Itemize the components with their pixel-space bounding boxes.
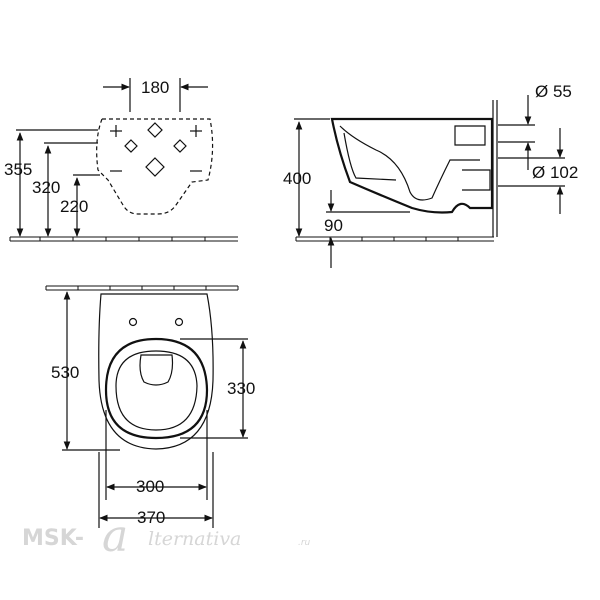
- top-bowl-outline: [98, 293, 214, 450]
- side-bowl-rim: [343, 132, 397, 181]
- dim-530: 530: [51, 291, 120, 451]
- toilet-seat: [104, 337, 209, 440]
- dim-370-label: 370: [137, 508, 165, 527]
- watermark-part2: a: [102, 511, 128, 562]
- dim-220-label: 220: [60, 197, 88, 216]
- dim-330-label: 330: [227, 379, 255, 398]
- front-bowl-outline: [96, 118, 214, 215]
- wall: [492, 100, 498, 237]
- dim-d102: Ø 102: [498, 128, 578, 214]
- dim-d55: Ø 55: [498, 82, 572, 170]
- watermark-part1: MSK-: [22, 526, 84, 551]
- watermark: MSK- a lternativa .ru: [22, 511, 311, 562]
- dim-330: 330: [180, 338, 255, 439]
- dim-90: 90: [324, 190, 410, 268]
- dim-370: 370: [98, 452, 214, 528]
- watermark-part3: lternativa: [148, 528, 241, 550]
- top-view: 530 330 300 370: [45, 285, 255, 528]
- dim-530-label: 530: [51, 363, 79, 382]
- dim-300-label: 300: [136, 477, 164, 496]
- watermark-part4: .ru: [298, 538, 311, 548]
- dim-320-label: 320: [32, 178, 60, 197]
- mounting-holes: [110, 122, 202, 177]
- dim-355-label: 355: [4, 160, 32, 179]
- dim-320: 320: [32, 142, 98, 237]
- side-view-floor: [295, 236, 494, 242]
- dim-180: 180: [103, 78, 208, 112]
- dim-220: 220: [60, 174, 100, 237]
- dim-400: 400: [283, 118, 330, 237]
- dim-400-label: 400: [283, 169, 311, 188]
- front-view-floor: [9, 236, 238, 242]
- dim-300: 300: [105, 410, 208, 500]
- seat-hole-left: [128, 317, 138, 327]
- water-area: [139, 354, 174, 386]
- dim-d55-label: Ø 55: [535, 82, 572, 101]
- side-outlet: [454, 125, 491, 191]
- front-view: 180 355 320 220: [4, 78, 238, 242]
- top-view-wall: [45, 285, 239, 291]
- seat-hole-right: [174, 317, 184, 327]
- dim-d102-label: Ø 102: [532, 163, 578, 182]
- dim-355: 355: [4, 129, 98, 237]
- side-view: 400 90 Ø 55 Ø 102: [283, 82, 578, 268]
- side-bowl-outline: [330, 117, 494, 214]
- dim-90-label: 90: [324, 216, 343, 235]
- dim-180-label: 180: [141, 78, 169, 97]
- bowl-opening: [115, 350, 198, 431]
- side-bowl-inner: [339, 125, 480, 201]
